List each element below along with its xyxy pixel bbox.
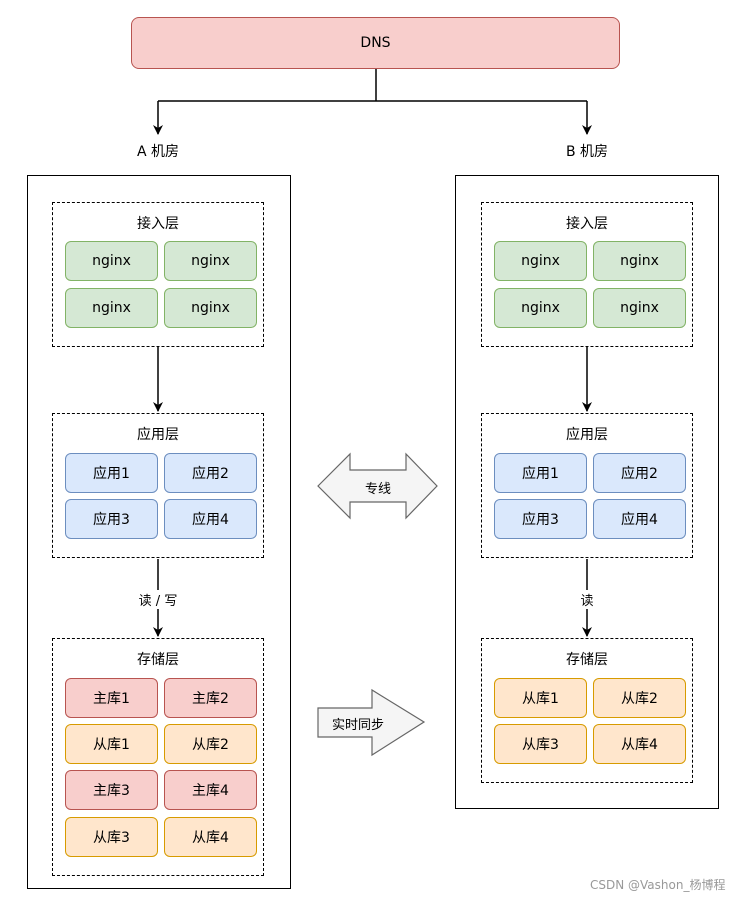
b-access-layer-title: 接入层	[566, 216, 608, 232]
a-app-node: 应用4	[164, 499, 257, 539]
b-slave-db-node: 从库2	[593, 678, 686, 718]
b-app-layer-title: 应用层	[566, 427, 608, 443]
b-nginx-node: nginx	[494, 288, 587, 328]
b-app-layer: 应用层 应用1 应用2 应用3 应用4	[481, 413, 693, 558]
a-access-layer: 接入层 nginx nginx nginx nginx	[52, 202, 264, 347]
a-read-write-label: 读 / 写	[128, 590, 188, 609]
realtime-sync-label: 实时同步	[331, 718, 384, 733]
a-slave-db-node: 从库4	[164, 817, 257, 857]
dedicated-line-label: 专线	[364, 482, 391, 497]
watermark: CSDN @Vashon_杨博程	[590, 878, 726, 892]
b-app-node: 应用4	[593, 499, 686, 539]
a-master-db-node: 主库1	[65, 678, 158, 718]
room-b-label: B 机房	[565, 144, 609, 160]
dns-box: DNS	[131, 17, 620, 69]
a-master-db-node: 主库4	[164, 770, 257, 810]
b-access-layer: 接入层 nginx nginx nginx nginx	[481, 202, 693, 347]
dns-connector	[158, 69, 587, 102]
b-read-label: 读	[572, 590, 602, 609]
a-storage-layer-title: 存储层	[137, 652, 179, 668]
a-nginx-node: nginx	[164, 288, 257, 328]
b-slave-db-node: 从库1	[494, 678, 587, 718]
a-app-node: 应用2	[164, 453, 257, 493]
a-app-node: 应用1	[65, 453, 158, 493]
b-app-node: 应用3	[494, 499, 587, 539]
b-app-node: 应用1	[494, 453, 587, 493]
a-slave-db-node: 从库2	[164, 724, 257, 764]
a-slave-db-node: 从库3	[65, 817, 158, 857]
b-nginx-node: nginx	[494, 241, 587, 281]
a-access-layer-title: 接入层	[137, 216, 179, 232]
a-master-db-node: 主库3	[65, 770, 158, 810]
dns-label: DNS	[360, 35, 391, 51]
dedicated-line-arrow	[317, 452, 438, 520]
b-nginx-node: nginx	[593, 288, 686, 328]
a-master-db-node: 主库2	[164, 678, 257, 718]
a-slave-db-node: 从库1	[65, 724, 158, 764]
b-app-node: 应用2	[593, 453, 686, 493]
b-slave-db-node: 从库4	[593, 724, 686, 764]
room-a-label: A 机房	[136, 144, 180, 160]
b-storage-layer: 存储层 从库1 从库2 从库3 从库4	[481, 638, 693, 783]
a-app-layer: 应用层 应用1 应用2 应用3 应用4	[52, 413, 264, 558]
b-storage-layer-title: 存储层	[566, 652, 608, 668]
a-app-layer-title: 应用层	[137, 427, 179, 443]
realtime-sync-arrow	[317, 688, 426, 757]
a-nginx-node: nginx	[65, 288, 158, 328]
b-slave-db-node: 从库3	[494, 724, 587, 764]
a-app-node: 应用3	[65, 499, 158, 539]
room-b-container	[455, 175, 719, 809]
a-nginx-node: nginx	[65, 241, 158, 281]
a-storage-layer: 存储层 主库1 主库2 从库1 从库2 主库3 主库4 从库3 从库4	[52, 638, 264, 876]
b-nginx-node: nginx	[593, 241, 686, 281]
room-a-container	[27, 175, 291, 889]
a-nginx-node: nginx	[164, 241, 257, 281]
